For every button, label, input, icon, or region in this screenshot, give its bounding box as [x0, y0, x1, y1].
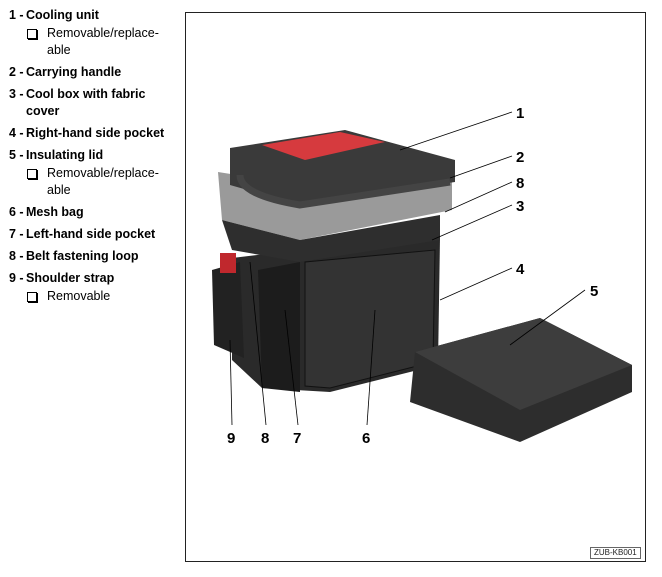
callout-8: 8 [516, 175, 524, 192]
left-side-pocket [258, 262, 300, 392]
legend-item: 3 -Cool box with fabric cover [9, 87, 146, 118]
callout-8-bottom: 8 [261, 430, 269, 447]
legend-item: 1 -Cooling unit [9, 8, 99, 22]
callout-1: 1 [516, 105, 524, 122]
legend-note: Removable [26, 288, 179, 305]
legend-item: 5 -Insulating lid [9, 148, 104, 162]
callout-5: 5 [590, 283, 598, 300]
lid-top [415, 318, 632, 410]
legend-note: Removable/replace-able [26, 25, 179, 59]
checkbox-bullet-icon [27, 169, 37, 179]
shoulder-strap [212, 262, 244, 358]
checkbox-bullet-icon [27, 29, 37, 39]
legend-note: Removable/replace-able [26, 165, 179, 199]
legend-item: 7 -Left-hand side pocket [9, 227, 156, 241]
callout-6: 6 [362, 430, 370, 447]
callout-4: 4 [516, 261, 525, 278]
legend-item: 2 -Carrying handle [9, 65, 122, 79]
figure-code: ZUB-KB001 [590, 547, 641, 559]
legend-item: 6 -Mesh bag [9, 205, 84, 219]
carrying-handle [236, 174, 451, 209]
red-top-panel [262, 132, 385, 160]
callout-2: 2 [516, 149, 524, 166]
callout-lines [229, 111, 586, 426]
callout-9: 9 [227, 430, 235, 447]
legend-item: 4 -Right-hand side pocket [9, 126, 165, 140]
checkbox-bullet-icon [27, 292, 37, 302]
strap-clip [220, 253, 236, 273]
mesh-bag [304, 249, 436, 389]
parts-legend: 1 -Cooling unit Removable/replace-able 2… [9, 7, 179, 310]
figure-frame [185, 12, 646, 562]
callout-3: 3 [516, 198, 524, 215]
legend-item: 8 -Belt fastening loop [9, 249, 139, 263]
callout-7: 7 [293, 430, 301, 447]
fabric-top [222, 215, 440, 262]
legend-item: 9 -Shoulder strap [9, 271, 115, 285]
